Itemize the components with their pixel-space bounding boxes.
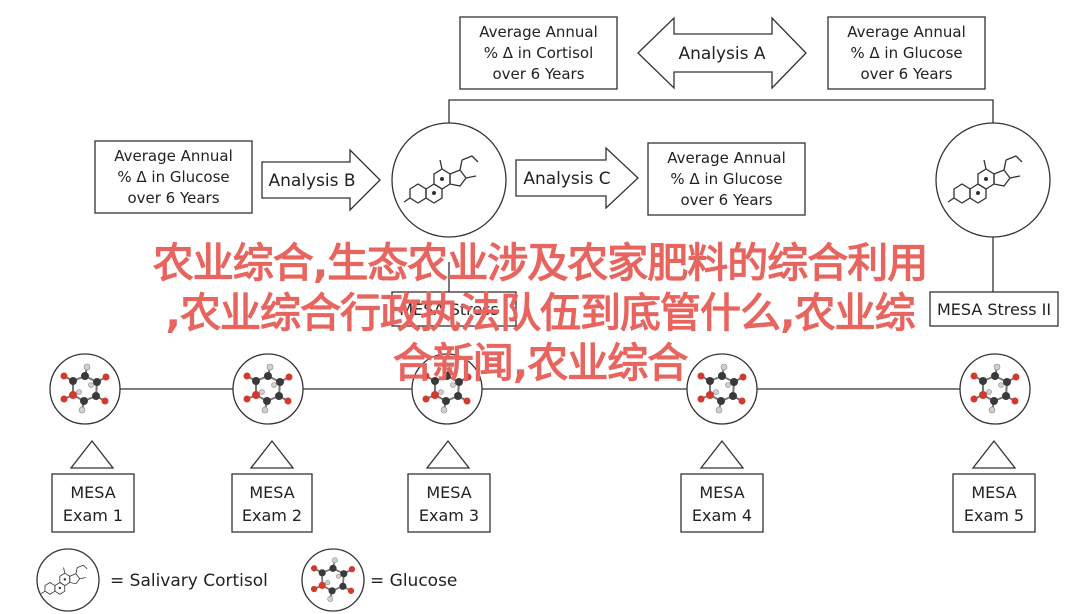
triangle-marker (971, 439, 1017, 469)
box-top-glucose: Average Annual % Δ in Glucose over 6 Yea… (827, 16, 986, 90)
box-text-line: Average Annual (114, 147, 233, 165)
exam-label: MESA (426, 483, 471, 502)
box-mid-glucose-left: Average Annual % Δ in Glucose over 6 Yea… (94, 140, 253, 214)
triangle-marker (249, 439, 295, 469)
timeline-node-2: MESA Exam 2 (231, 353, 313, 533)
bracket-connector (448, 99, 994, 124)
analysis-b-label: Analysis B (268, 171, 355, 191)
box-text-line: over 6 Years (860, 65, 952, 83)
legend-glucose-label: = Glucose (370, 571, 457, 591)
analysis-a-label: Analysis A (678, 44, 765, 64)
box-text-line: % Δ in Glucose (117, 168, 229, 186)
box-text-line: Average Annual (847, 23, 966, 41)
exam-label: MESA (971, 483, 1016, 502)
timeline-node-3: MESA Exam 3 (407, 353, 491, 533)
legend-glucose: = Glucose (301, 548, 457, 612)
legend: = Salivary Cortisol = Glucose (36, 548, 457, 612)
box-text-line: over 6 Years (127, 189, 219, 207)
exam-label: Exam 5 (964, 506, 1024, 525)
box-text-line: % Δ in Glucose (670, 170, 782, 188)
box-text-line: over 6 Years (492, 65, 584, 83)
watermark-overlay-text: 农业综合,生态农业涉及农家肥料的综合利用 ,农业综合行政执法队伍到底管什么,农业… (0, 238, 1080, 388)
stress-label-two: MESA Stress II (929, 237, 1059, 327)
cortisol-node-1 (391, 122, 507, 238)
analysis-b-arrow: Analysis B (261, 148, 381, 212)
overlay-line-3: 合新闻,农业综合 (392, 339, 689, 387)
triangle-marker (699, 439, 745, 469)
analysis-c-arrow: Analysis C (515, 146, 639, 210)
exam-label: MESA (699, 483, 744, 502)
box-mid-glucose-center: Average Annual % Δ in Glucose over 6 Yea… (647, 142, 806, 216)
legend-cortisol-label: = Salivary Cortisol (110, 571, 268, 591)
stress-label-one: MESA Stress I (391, 262, 517, 327)
box-text-line: Average Annual (667, 149, 786, 167)
timeline-node-5: MESA Exam 5 (952, 353, 1036, 533)
stress-one-text: MESA Stress I (399, 300, 508, 319)
box-text-line: % Δ in Glucose (850, 44, 962, 62)
triangle-marker (425, 439, 471, 469)
exam-label: MESA (70, 483, 115, 502)
analysis-c-label: Analysis C (523, 169, 610, 189)
timeline-node-1: MESA Exam 1 (49, 353, 135, 533)
box-text-line: over 6 Years (680, 191, 772, 209)
overlay-line-1: 农业综合,生态农业涉及农家肥料的综合利用 (152, 239, 929, 287)
exam-label: Exam 1 (63, 506, 123, 525)
box-top-cortisol: Average Annual % Δ in Cortisol over 6 Ye… (459, 16, 618, 90)
analysis-a-arrow: Analysis A (637, 16, 807, 90)
exam-label: Exam 3 (419, 506, 479, 525)
legend-cortisol: = Salivary Cortisol (36, 548, 268, 612)
triangle-marker (69, 439, 115, 469)
exam-label: MESA (249, 483, 294, 502)
exam-label: Exam 4 (692, 506, 752, 525)
overlay-line-2: ,农业综合行政执法队伍到底管什么,农业综 (165, 289, 915, 337)
box-text-line: % Δ in Cortisol (484, 44, 594, 62)
timeline-node-4: MESA Exam 4 (680, 353, 764, 533)
stress-two-text: MESA Stress II (937, 300, 1051, 319)
exam-label: Exam 2 (242, 506, 302, 525)
box-text-line: Average Annual (479, 23, 598, 41)
cortisol-node-2 (935, 122, 1051, 238)
